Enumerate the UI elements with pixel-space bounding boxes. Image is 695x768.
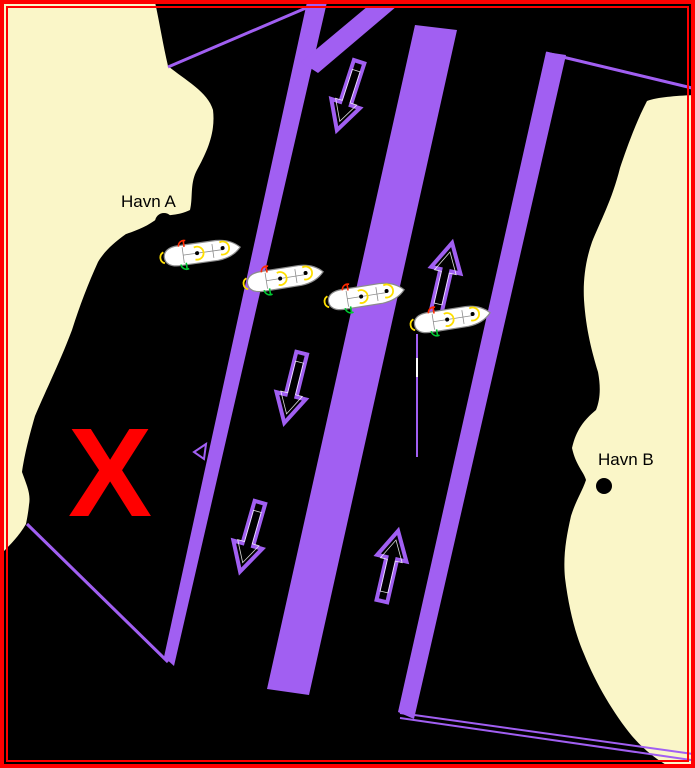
boundary-notch	[192, 441, 208, 461]
inshore-zone-line-sw	[25, 522, 170, 664]
tss-entry-branch	[301, 6, 397, 73]
tss-left-boundary	[164, 2, 327, 666]
inshore-zone-line-nw	[167, 3, 314, 69]
inshore-zone-line-se-outer	[399, 712, 694, 755]
wrong-route-mark: X	[68, 402, 152, 543]
harbor-b-dot	[596, 478, 612, 494]
tss-separation-zone	[267, 25, 457, 695]
land-west	[2, 2, 214, 553]
harbor-b-label: Havn B	[598, 450, 654, 469]
harbor-a-dot	[155, 213, 173, 231]
inshore-zone-line-ne	[545, 51, 693, 90]
tss-right-boundary	[398, 52, 566, 719]
land-east	[564, 95, 693, 766]
harbor-a-label: Havn A	[121, 192, 176, 211]
inshore-zone-line-se-inner	[399, 717, 692, 761]
